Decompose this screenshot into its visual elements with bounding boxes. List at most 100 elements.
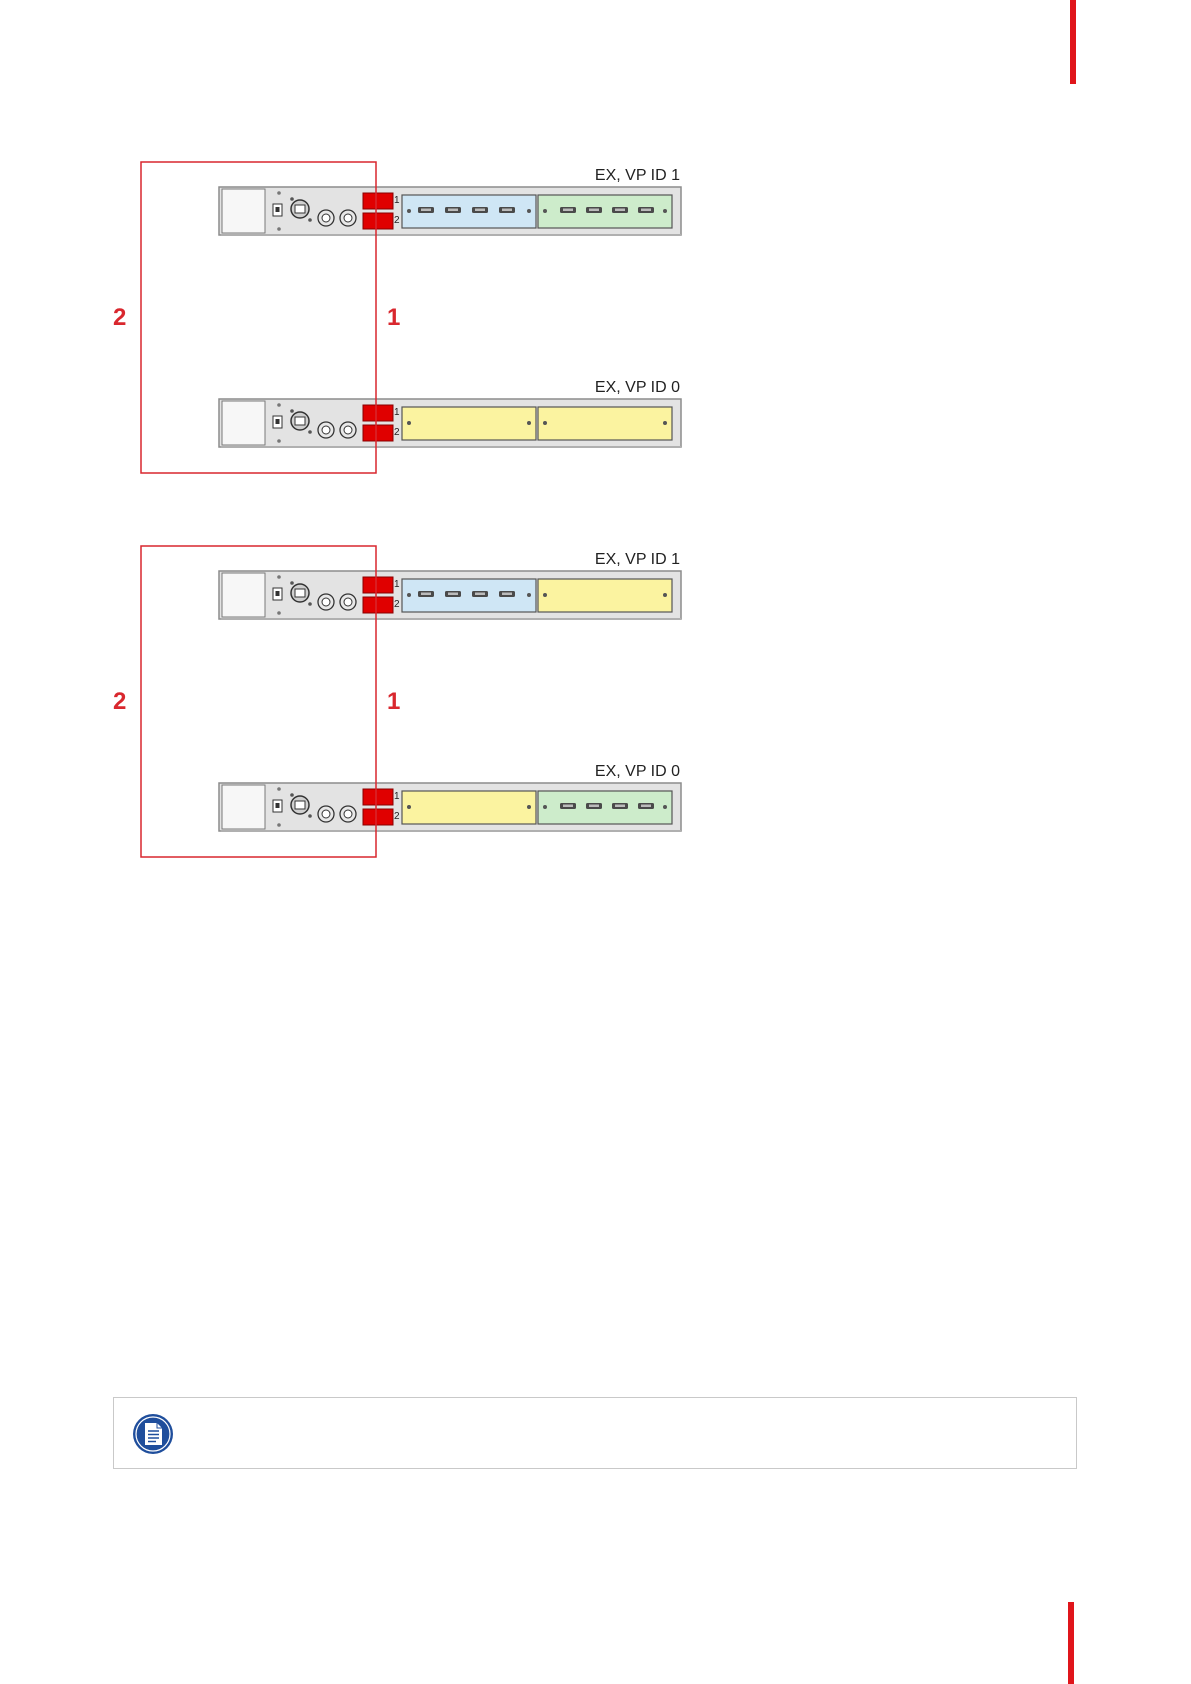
input-slot-yellow <box>402 407 536 440</box>
slot-panel <box>402 791 536 824</box>
screw <box>277 439 281 443</box>
port-number: 2 <box>394 427 400 438</box>
cover-plate <box>222 785 265 829</box>
input-slot-green <box>538 791 672 824</box>
input-slot-yellow <box>402 791 536 824</box>
slot-screw <box>663 421 667 425</box>
slot-screw <box>663 593 667 597</box>
slot-panel <box>538 407 672 440</box>
input-slot-yellow <box>538 579 672 612</box>
cover-plate <box>222 573 265 617</box>
slot-screw <box>407 421 411 425</box>
slot-screw <box>527 593 531 597</box>
bnc-port-inner <box>344 598 352 606</box>
ethercon-port-inner <box>295 589 305 597</box>
slot-screw <box>407 805 411 809</box>
fiber-port-2 <box>363 213 393 229</box>
cable-label-outer: 2 <box>113 304 126 331</box>
slot-screw <box>543 209 547 213</box>
signal-connector-pin <box>641 805 651 808</box>
fiber-port-1 <box>363 405 393 421</box>
signal-connector-pin <box>615 805 625 808</box>
signal-connector-pin <box>615 209 625 212</box>
bnc-port-inner <box>322 426 330 434</box>
bnc-port-inner <box>322 598 330 606</box>
screw <box>290 793 294 797</box>
bnc-port-inner <box>322 214 330 222</box>
screw <box>277 823 281 827</box>
bnc-port-inner <box>344 214 352 222</box>
slot-screw <box>543 805 547 809</box>
signal-connector-pin <box>563 209 573 212</box>
screw <box>277 787 281 791</box>
screw <box>290 409 294 413</box>
ethercon-port-inner <box>295 205 305 213</box>
input-slot-yellow <box>538 407 672 440</box>
signal-connector-pin <box>421 209 431 212</box>
screw <box>290 581 294 585</box>
usb-port-inner <box>276 207 280 212</box>
signal-connector-pin <box>563 805 573 808</box>
usb-port-inner <box>276 591 280 596</box>
input-slot-green <box>538 195 672 228</box>
slot-screw <box>663 805 667 809</box>
port-number: 2 <box>394 811 400 822</box>
signal-connector-pin <box>475 593 485 596</box>
signal-connector-pin <box>421 593 431 596</box>
slot-screw <box>543 421 547 425</box>
port-number: 1 <box>394 195 400 206</box>
ethercon-port-inner <box>295 801 305 809</box>
signal-connector-pin <box>475 209 485 212</box>
cover-plate <box>222 401 265 445</box>
screw <box>277 227 281 231</box>
port-number: 1 <box>394 579 400 590</box>
screw <box>277 611 281 615</box>
usb-port-inner <box>276 803 280 808</box>
note-box <box>113 1397 1077 1469</box>
slot-panel <box>402 407 536 440</box>
screw <box>308 218 312 222</box>
screw <box>308 430 312 434</box>
signal-connector-pin <box>502 209 512 212</box>
document-note-icon <box>132 1413 174 1455</box>
input-slot-blue <box>402 195 536 228</box>
fiber-port-1 <box>363 577 393 593</box>
slot-panel <box>538 579 672 612</box>
unit-label: EX, VP ID 0 <box>595 763 680 780</box>
slot-screw <box>527 421 531 425</box>
screw <box>308 602 312 606</box>
usb-port-inner <box>276 419 280 424</box>
cover-plate <box>222 189 265 233</box>
port-number: 1 <box>394 791 400 802</box>
signal-connector-pin <box>502 593 512 596</box>
screw <box>277 403 281 407</box>
bnc-port-inner <box>344 426 352 434</box>
slot-screw <box>527 209 531 213</box>
screw <box>308 814 312 818</box>
unit-label: EX, VP ID 0 <box>595 379 680 396</box>
signal-connector-pin <box>589 209 599 212</box>
signal-connector-pin <box>448 593 458 596</box>
bnc-port-inner <box>322 810 330 818</box>
screw <box>277 575 281 579</box>
slot-screw <box>407 209 411 213</box>
port-number: 2 <box>394 215 400 226</box>
bnc-port-inner <box>344 810 352 818</box>
port-number: 1 <box>394 407 400 418</box>
input-slot-blue <box>402 579 536 612</box>
signal-connector-pin <box>641 209 651 212</box>
unit-label: EX, VP ID 1 <box>595 167 680 184</box>
screw <box>277 191 281 195</box>
fiber-port-2 <box>363 597 393 613</box>
fiber-port-1 <box>363 193 393 209</box>
cable-label-inner: 1 <box>387 688 400 715</box>
signal-connector-pin <box>589 805 599 808</box>
screw <box>290 197 294 201</box>
fiber-port-2 <box>363 809 393 825</box>
unit-label: EX, VP ID 1 <box>595 551 680 568</box>
slot-screw <box>527 805 531 809</box>
fiber-port-2 <box>363 425 393 441</box>
slot-screw <box>663 209 667 213</box>
ethercon-port-inner <box>295 417 305 425</box>
